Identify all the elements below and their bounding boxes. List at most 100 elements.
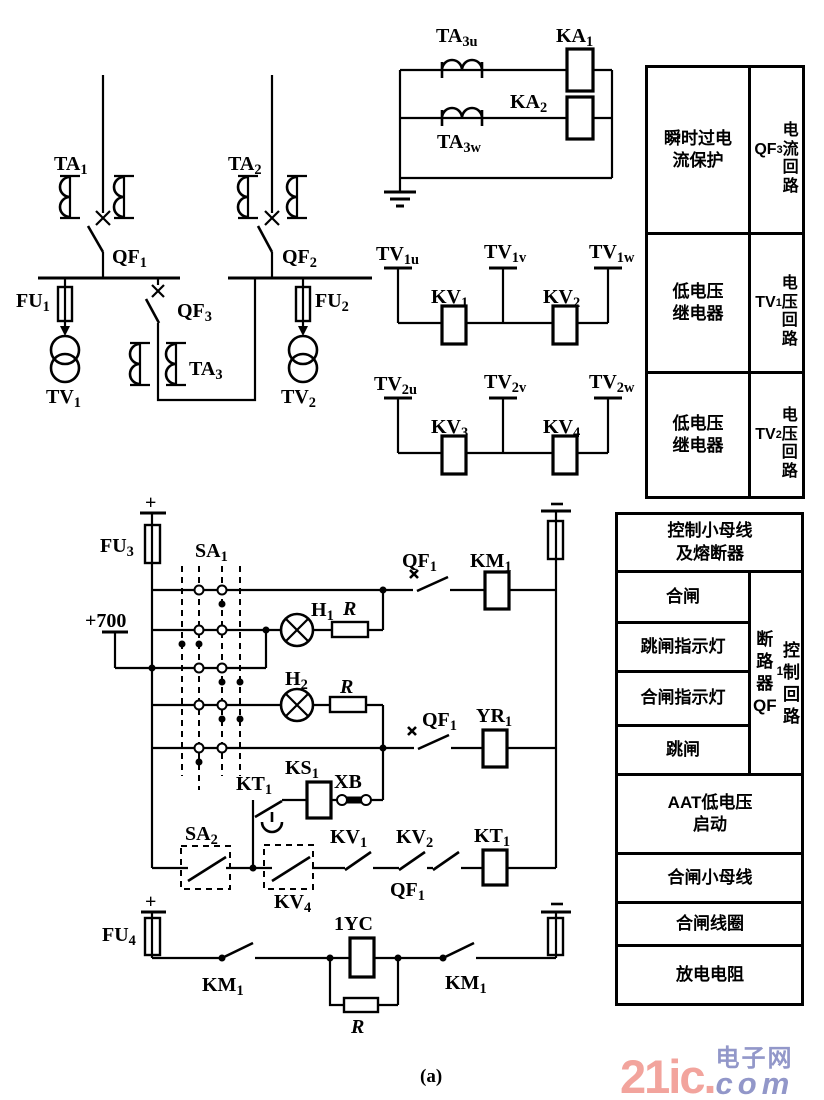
label-ta3u: TA3u <box>436 25 478 50</box>
label-yr1: YR1 <box>476 705 512 730</box>
resistor-h1 <box>330 620 370 639</box>
label-1yc: 1YC <box>334 913 373 935</box>
label-km1-coil: KM1 <box>470 550 512 575</box>
label-xb: XB <box>334 771 362 793</box>
ct-ta1 <box>58 174 134 220</box>
label-ta3: TA3 <box>189 358 223 383</box>
fuse-fu4 <box>143 916 162 957</box>
table-cell-row: 跳闸指示灯 <box>618 621 748 670</box>
closing-coil-1yc <box>348 936 376 979</box>
label-qf1-row5: QF1 <box>422 709 457 734</box>
contact-qf1-aux <box>432 850 460 872</box>
label-tv1: TV1 <box>46 386 81 411</box>
relay-ka1 <box>565 47 595 93</box>
label-ta3w: TA3w <box>437 131 482 156</box>
bus-tie-qf3 <box>128 278 257 402</box>
label-tv1u: TV1u <box>376 243 419 268</box>
switch-sa1 <box>181 566 241 790</box>
label-tv2v: TV2v <box>484 371 527 396</box>
closing-circuit: + FU4 KM1 1YC KM1 R <box>102 891 571 1038</box>
contact-km1-right <box>442 941 475 960</box>
sa1-contacts <box>178 584 244 766</box>
relay-kv1 <box>440 304 468 346</box>
table-cell-function: 瞬时过电流保护 <box>664 128 732 170</box>
label-tv2u: TV2u <box>374 373 417 398</box>
label-ta2: TA2 <box>228 153 262 178</box>
label-qf1-aat: QF1 <box>390 879 425 904</box>
transformer-tv2 <box>287 334 319 384</box>
table-cell-header: 控制小母线及熔断器 <box>667 521 753 563</box>
label-qf1: QF1 <box>112 246 147 271</box>
table-cell-row: 合闸线圈 <box>618 901 803 944</box>
switch-sa2 <box>180 845 231 890</box>
kt1-delay-contact <box>254 799 284 834</box>
ct-ta2 <box>236 174 307 220</box>
table-cell-function: 低电压继电器 <box>648 232 748 371</box>
label-km1-right: KM1 <box>445 972 487 997</box>
figure-caption: (a) <box>420 1066 443 1087</box>
table-cell-function: 低电压继电器 <box>648 371 748 496</box>
label-sa2: SA2 <box>185 823 218 848</box>
label-h1: H1 <box>311 599 334 624</box>
label-sa1: SA1 <box>195 540 228 565</box>
label-fu3: FU3 <box>100 535 134 560</box>
fuse-fu2 <box>294 278 312 336</box>
fuse-fu3 <box>143 523 162 565</box>
label-tv1w: TV1w <box>589 241 635 266</box>
label-ka2: KA2 <box>510 91 547 116</box>
label-fu1: FU1 <box>16 290 50 315</box>
label-h2: H2 <box>285 668 308 693</box>
label-ka1: KA1 <box>556 25 593 50</box>
ground-icon <box>384 190 416 208</box>
fuse-bottom-right <box>546 916 565 957</box>
label-qf2: QF2 <box>282 246 317 271</box>
label-kv2: KV2 <box>543 286 580 311</box>
lamp-h2 <box>279 687 315 723</box>
label-r2: R <box>339 676 353 698</box>
primary-circuit: TA1 TA2 QF1 QF2 QF3 FU1 FU2 TV1 TV2 TA3 <box>16 75 372 411</box>
voltage-relays-tv1: TV1u TV1v TV1w KV1 KV2 <box>376 241 635 346</box>
logo-chinese-text: 电子网 <box>715 1045 794 1072</box>
label-tv2w: TV2w <box>589 371 635 396</box>
label-fu4: FU4 <box>102 924 136 949</box>
contact-kv2 <box>398 850 426 872</box>
resistor-h2 <box>328 695 368 714</box>
lamp-h1 <box>279 612 315 648</box>
label-kv3: KV3 <box>431 416 468 441</box>
label-kv4: KV4 <box>543 416 580 441</box>
logo-domain-text: com <box>715 1066 795 1100</box>
label-ta1: TA1 <box>54 153 88 178</box>
fuse-fu1 <box>56 278 74 336</box>
label-kv4: KV4 <box>274 891 311 916</box>
label-kv2: KV2 <box>396 826 433 851</box>
relay-kv4 <box>551 434 579 476</box>
relay-ks1 <box>305 780 333 820</box>
relay-ka2 <box>565 95 595 141</box>
contact-kv1 <box>344 850 372 872</box>
relay-kv3 <box>440 434 468 476</box>
trip-coil-yr1 <box>481 728 509 769</box>
contact-kv4 <box>263 844 314 890</box>
contact-km1-left <box>221 941 254 960</box>
table-cell-row: 放电电阻 <box>618 944 803 1003</box>
contactor-km1 <box>483 570 511 611</box>
21ic-watermark-logo: 21ic. 电子网 com <box>620 1045 795 1100</box>
fuse-top-right <box>546 519 565 561</box>
label-kt1-contact: KT1 <box>236 773 272 798</box>
resistor-discharge <box>342 996 380 1014</box>
logo-brand-text: 21ic. <box>620 1050 717 1100</box>
link-xb <box>336 794 372 806</box>
current-relay-circuit: TA3u KA1 KA2 TA3w <box>384 25 614 208</box>
label-fu2: FU2 <box>315 290 349 315</box>
label-kv1: KV1 <box>330 826 367 851</box>
label-tv1v: TV1v <box>484 241 527 266</box>
voltage-relays-tv2: TV2u TV2v TV2w KV3 KV4 <box>374 371 635 476</box>
label-plus700: +700 <box>85 610 126 632</box>
label-kt1-coil: KT1 <box>474 825 510 850</box>
label-kv1: KV1 <box>431 286 468 311</box>
label-plus-bottom: + <box>145 891 156 913</box>
